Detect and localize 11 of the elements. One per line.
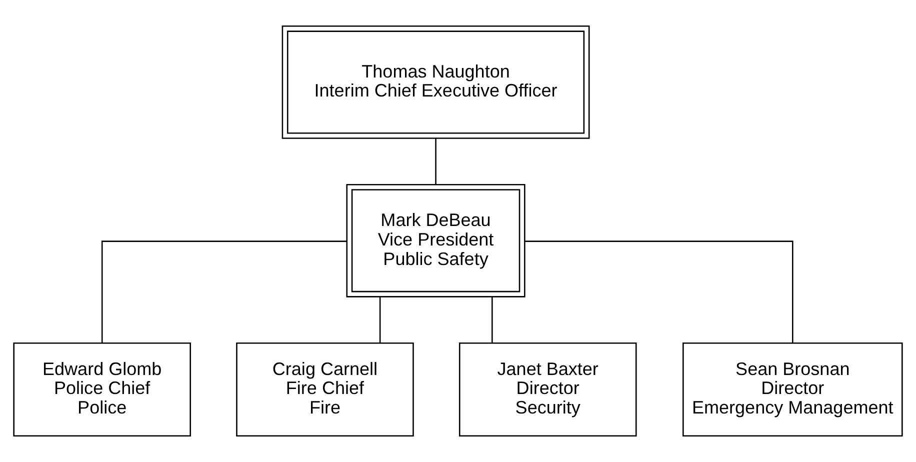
node-box: Thomas Naughton Interim Chief Executive Officer: [282, 26, 590, 139]
connector: [435, 138, 436, 185]
connector: [524, 240, 794, 343]
connector: [379, 296, 381, 343]
connector: [492, 296, 493, 343]
node-box: Edward Glomb Police Chief Police: [13, 342, 191, 436]
node-box: Mark DeBeau Vice President Public Safety: [346, 184, 526, 298]
connector: [101, 240, 347, 343]
node-box: Janet Baxter Director Security: [458, 342, 637, 436]
node-box: Craig Carnell Fire Chief Fire: [236, 342, 414, 436]
node-box: Sean Brosnan Director Emergency Management: [682, 342, 903, 436]
